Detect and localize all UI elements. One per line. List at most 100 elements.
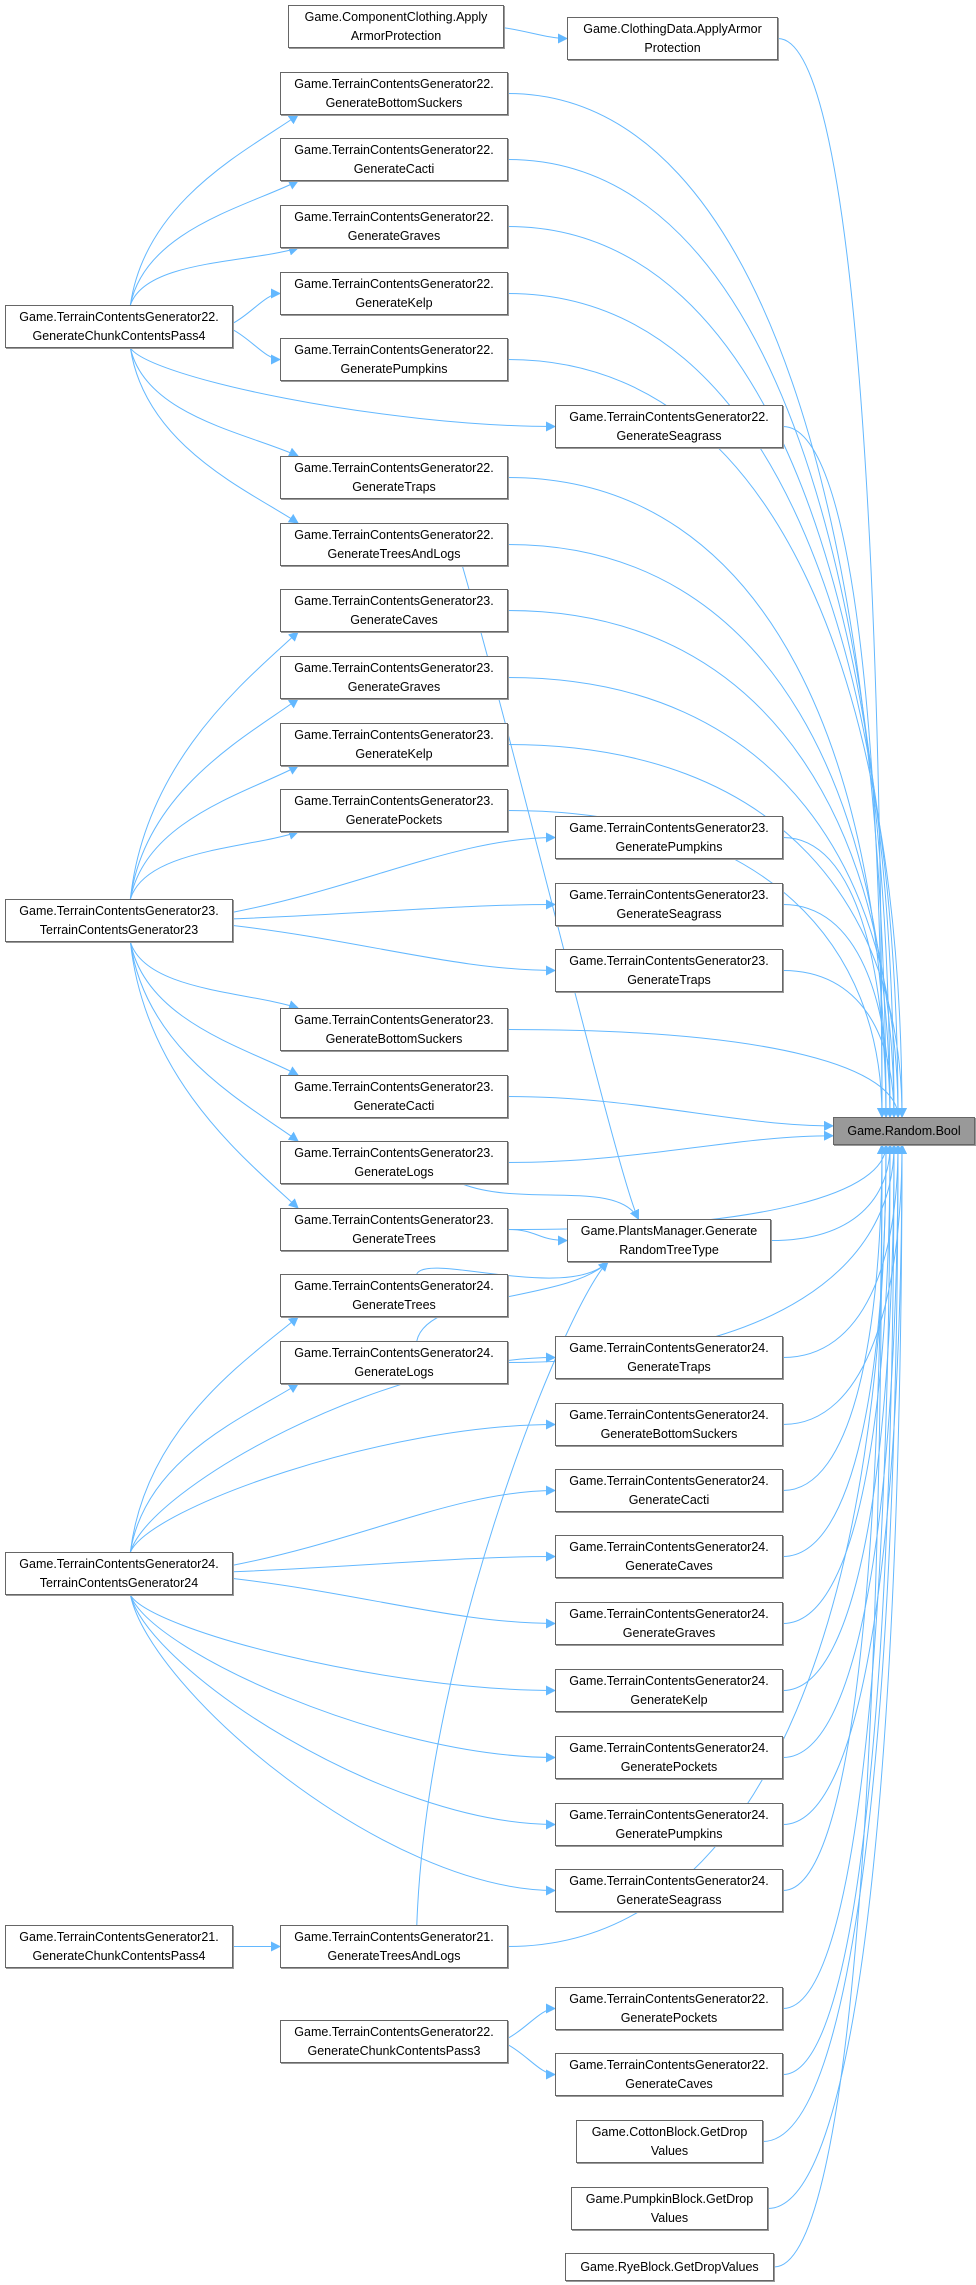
graph-node-cv23[interactable]: Game.TerrainContentsGenerator23. Generate… <box>280 589 508 632</box>
node-label-line: GenerateCacti <box>353 161 435 176</box>
graph-node-kp24[interactable]: Game.TerrainContentsGenerator24.Generate… <box>555 1669 783 1712</box>
graph-node-gv23[interactable]: Game.TerrainContentsGenerator23.Generate… <box>280 656 508 699</box>
node-label-line: Values <box>650 2210 689 2225</box>
graph-node-tp22[interactable]: Game.TerrainContentsGenerator22.Generate… <box>280 456 508 499</box>
edge-p3_22-to-pk22 <box>507 2003 556 2039</box>
graph-node-bs23[interactable]: Game.TerrainContentsGenerator23.Generate… <box>280 1008 508 1051</box>
node-label-line: Game.TerrainContentsGenerator24. <box>294 1278 494 1293</box>
node-label-line: GenerateGraves <box>347 228 441 243</box>
edge-c23-to-tp23 <box>232 925 556 976</box>
node-label-line: GenerateCacti <box>628 1492 710 1507</box>
edge-pu23-to-bool <box>782 837 891 1118</box>
edge-cv22-to-bool <box>782 1144 899 2075</box>
edge-p4_22-to-ca22 <box>129 180 299 306</box>
graph-node-kp23[interactable]: Game.TerrainContentsGenerator23.Generate… <box>280 723 508 766</box>
node-label-line: GenerateBottomSuckers <box>325 95 463 110</box>
graph-node-ca22[interactable]: Game.TerrainContentsGenerator22. Generate… <box>280 138 508 181</box>
graph-node-p3_22[interactable]: Game.TerrainContentsGenerator22.Generate… <box>280 2020 508 2063</box>
node-label-line: Game.TerrainContentsGenerator23. <box>294 1079 494 1094</box>
graph-node-pk24[interactable]: Game.TerrainContentsGenerator24.Generate… <box>555 1736 783 1779</box>
edge-c23-to-se23 <box>232 899 556 920</box>
graph-node-rb[interactable]: Game.RyeBlock.GetDropValues <box>565 2253 774 2281</box>
node-label-line: GenerateKelp <box>355 746 433 761</box>
edge-pu24-to-bool <box>782 1144 907 1825</box>
graph-node-cv24[interactable]: Game.TerrainContentsGenerator24.Generate… <box>555 1535 783 1578</box>
node-label-line: GenerateCaves <box>350 612 438 627</box>
edge-kp24-to-bool <box>782 1144 899 1691</box>
graph-node-gv24[interactable]: Game.TerrainContentsGenerator24.Generate… <box>555 1602 783 1645</box>
graph-node-lg24[interactable]: Game.TerrainContentsGenerator24.Generate… <box>280 1341 508 1384</box>
graph-node-lg23[interactable]: Game.TerrainContentsGenerator23.Generate… <box>280 1141 508 1184</box>
graph-node-kp22[interactable]: Game.TerrainContentsGenerator22.Generate… <box>280 272 508 315</box>
node-label-line: Game.TerrainContentsGenerator24. <box>569 1539 769 1554</box>
graph-node-bs24[interactable]: Game.TerrainContentsGenerator24.Generate… <box>555 1403 783 1446</box>
edge-c24-to-te24 <box>129 1316 299 1553</box>
graph-node-tp24[interactable]: Game.TerrainContentsGenerator24. Generate… <box>555 1336 783 1379</box>
graph-node-c24[interactable]: Game.TerrainContentsGenerator24.TerrainC… <box>5 1552 233 1595</box>
graph-node-pk23[interactable]: Game.TerrainContentsGenerator23.Generate… <box>280 789 508 832</box>
node-label-line: Protection <box>644 40 701 55</box>
graph-node-pu23[interactable]: Game.TerrainContentsGenerator23.Generate… <box>555 816 783 859</box>
node-label-line: GeneratePockets <box>620 1759 718 1774</box>
edge-cd-to-bool <box>777 38 887 1118</box>
node-label-line: GenerateKelp <box>355 295 433 310</box>
node-label-line: GenerateTraps <box>627 972 711 987</box>
node-label-line: Game.TerrainContentsGenerator22. <box>569 409 769 424</box>
node-label-line: GenerateSeagrass <box>616 428 722 443</box>
node-label-line: Game.TerrainContentsGenerator23. <box>19 903 219 918</box>
graph-node-se22[interactable]: Game.TerrainContentsGenerator22. Generate… <box>555 405 783 448</box>
node-label-line: Game.TerrainContentsGenerator24. <box>569 1407 769 1422</box>
node-label-line: Game.TerrainContentsGenerator23. <box>294 1145 494 1160</box>
graph-node-c23[interactable]: Game.TerrainContentsGenerator23.TerrainC… <box>5 899 233 942</box>
edge-c23-to-pk23 <box>129 830 299 900</box>
node-label-line: Game.TerrainContentsGenerator24. <box>569 1340 769 1355</box>
edge-p4_22-to-bs22 <box>129 114 299 306</box>
node-label-line: GenerateCacti <box>353 1098 435 1113</box>
graph-node-tl21[interactable]: Game.TerrainContentsGenerator21.Generate… <box>280 1925 508 1968</box>
edge-p4_22-to-tp22 <box>129 347 299 457</box>
graph-node-ca23[interactable]: Game.TerrainContentsGenerator23. Generate… <box>280 1075 508 1118</box>
graph-node-tl22[interactable]: Game.TerrainContentsGenerator22.Generate… <box>280 523 508 566</box>
node-label-line: Game.TerrainContentsGenerator22. <box>294 342 494 357</box>
edge-se23-to-bool <box>782 904 895 1118</box>
edge-bs22-to-bool <box>507 93 891 1118</box>
graph-node-se24[interactable]: Game.TerrainContentsGenerator24.Generate… <box>555 1869 783 1912</box>
graph-node-pu22[interactable]: Game.TerrainContentsGenerator22.Generate… <box>280 338 508 381</box>
graph-node-bs22[interactable]: Game.TerrainContentsGenerator22.Generate… <box>280 72 508 115</box>
graph-node-gv22[interactable]: Game.TerrainContentsGenerator22.Generate… <box>280 205 508 248</box>
node-label-line: Game.TerrainContentsGenerator22. <box>294 142 494 157</box>
graph-node-se23[interactable]: Game.TerrainContentsGenerator23.Generate… <box>555 883 783 926</box>
focus-node-bool[interactable]: Game.Random.Bool <box>833 1117 975 1145</box>
edge-tl21-to-bool <box>507 1144 891 1947</box>
edge-c24-to-kp24 <box>129 1594 556 1696</box>
edge-cv23-to-bool <box>507 610 899 1118</box>
node-label-line: GenerateTreesAndLogs <box>327 546 461 561</box>
node-label-line: GenerateTrees <box>352 1231 436 1246</box>
edge-kp22-to-bool <box>507 293 903 1118</box>
graph-node-pk22[interactable]: Game.TerrainContentsGenerator22.Generate… <box>555 1987 783 2030</box>
graph-node-tp23[interactable]: Game.TerrainContentsGenerator23.Generate… <box>555 949 783 992</box>
edge-p4_22-to-pu22 <box>232 329 281 365</box>
node-label-line: Game.TerrainContentsGenerator23. <box>294 1012 494 1027</box>
edge-te23-to-pm <box>507 1229 568 1246</box>
graph-node-ca24[interactable]: Game.TerrainContentsGenerator24.Generate… <box>555 1469 783 1512</box>
graph-node-cv22[interactable]: Game.TerrainContentsGenerator22.Generate… <box>555 2053 783 2096</box>
node-label-line: GenerateCaves <box>625 2076 713 2091</box>
node-label-line: Game.TerrainContentsGenerator22. <box>569 1991 769 2006</box>
edge-rb-to-bool <box>773 1144 887 2268</box>
graph-node-pu24[interactable]: Game.TerrainContentsGenerator24.Generate… <box>555 1803 783 1846</box>
graph-node-p4_22[interactable]: Game.TerrainContentsGenerator22.Generate… <box>5 305 233 348</box>
edge-c24-to-ca24 <box>232 1485 556 1566</box>
node-label-line: Game.TerrainContentsGenerator23. <box>294 593 494 608</box>
edge-c23-to-te23 <box>129 941 299 1209</box>
graph-node-te23[interactable]: Game.TerrainContentsGenerator23.Generate… <box>280 1208 508 1251</box>
graph-node-p4_21[interactable]: Game.TerrainContentsGenerator21.Generate… <box>5 1925 233 1968</box>
graph-node-te24[interactable]: Game.TerrainContentsGenerator24.Generate… <box>280 1274 508 1317</box>
node-label-line: GenerateSeagrass <box>616 906 722 921</box>
node-label-line: GenerateTraps <box>627 1359 711 1374</box>
